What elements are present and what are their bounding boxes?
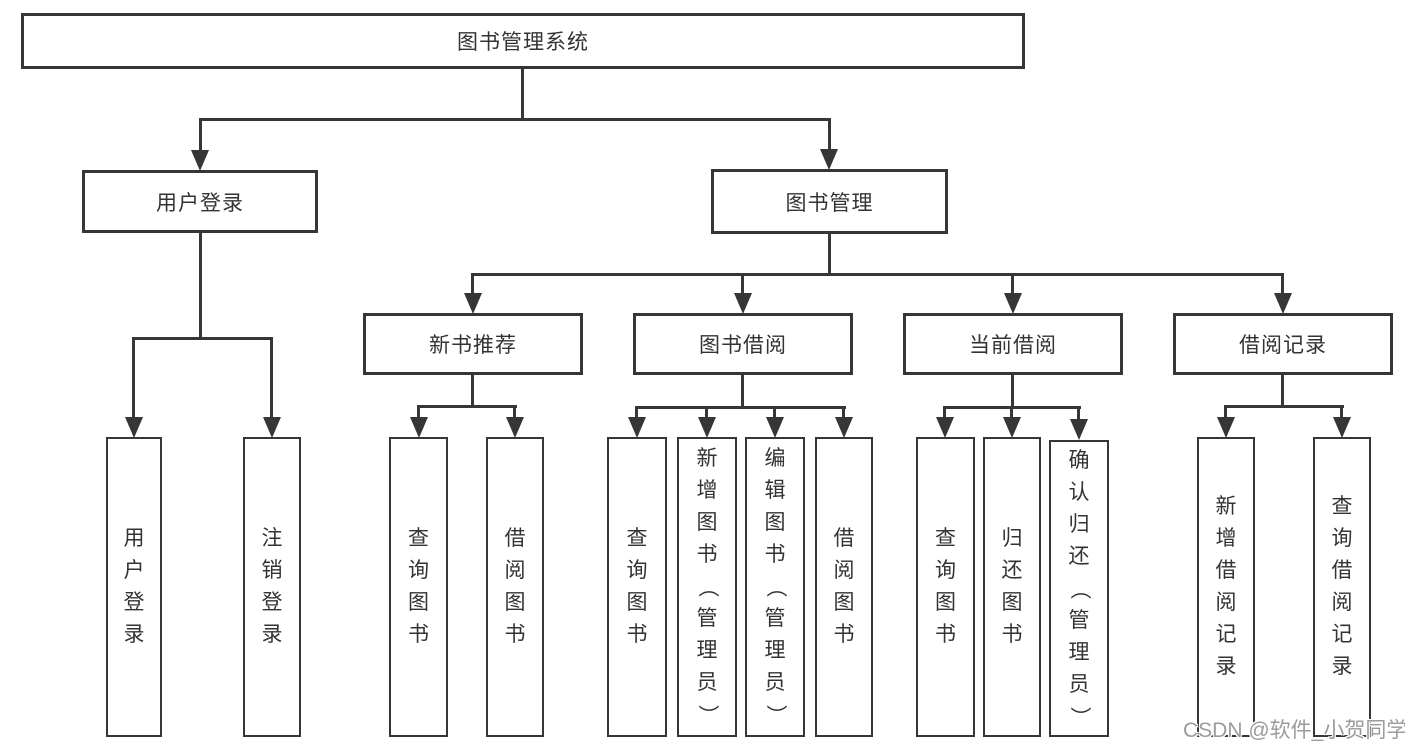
- node-user-login: 用户登录: [82, 170, 318, 233]
- node-borrow-record-label: 借阅记录: [1239, 334, 1327, 357]
- connector-arrowhead: [734, 293, 752, 314]
- node-leaf-borrow-books-b: 借阅图书: [815, 437, 873, 737]
- connector-line: [471, 375, 474, 407]
- connector-line: [741, 375, 744, 408]
- node-leaf-edit-books: 编辑图书（管理员）: [745, 437, 805, 737]
- node-book-borrow: 图书借阅: [633, 313, 853, 375]
- connector-arrowhead: [410, 417, 428, 438]
- node-leaf-query-books-c: 查询图书: [916, 437, 975, 737]
- connector-arrowhead: [936, 417, 954, 438]
- connector-line: [513, 405, 516, 419]
- connector-line: [471, 273, 1284, 276]
- connector-line: [635, 406, 846, 409]
- node-book-borrow-label: 图书借阅: [699, 334, 787, 357]
- connector-arrowhead: [506, 417, 524, 438]
- node-leaf-logout-label: 注销登录: [261, 527, 283, 646]
- connector-line: [199, 233, 202, 339]
- connector-line: [521, 69, 524, 120]
- connector-line: [1224, 405, 1227, 419]
- node-leaf-query-books-b-label: 查询图书: [626, 527, 648, 646]
- watermark-text: CSDN @软件_小贺同学: [1183, 719, 1405, 742]
- node-leaf-borrow-books-a: 借阅图书: [486, 437, 544, 737]
- connector-line: [1011, 273, 1014, 295]
- connector-line: [1011, 375, 1014, 408]
- node-user-login-label: 用户登录: [156, 191, 244, 215]
- node-current-borrow-label: 当前借阅: [969, 334, 1057, 357]
- connector-arrowhead: [835, 417, 853, 438]
- connector-line: [199, 118, 831, 121]
- connector-arrowhead: [1274, 293, 1292, 314]
- connector-arrowhead: [125, 417, 143, 438]
- node-leaf-add-borrow-record-label: 新增借阅记录: [1215, 495, 1237, 678]
- node-leaf-return-books-label: 归还图书: [1001, 527, 1023, 646]
- connector-arrowhead: [1217, 417, 1235, 438]
- connector-line: [199, 118, 202, 152]
- connector-line: [132, 337, 135, 419]
- node-leaf-confirm-return: 确认归还（管理员）: [1049, 440, 1109, 737]
- node-leaf-return-books: 归还图书: [983, 437, 1041, 737]
- connector-line: [132, 337, 273, 340]
- node-borrow-record: 借阅记录: [1173, 313, 1393, 375]
- connector-line: [417, 405, 420, 419]
- node-root: 图书管理系统: [21, 13, 1025, 69]
- connector-line: [1077, 406, 1080, 419]
- connector-line: [1224, 405, 1344, 408]
- node-new-book-rec: 新书推荐: [363, 313, 583, 375]
- node-book-mgmt: 图书管理: [711, 169, 948, 234]
- connector-line: [417, 405, 517, 408]
- connector-line: [842, 406, 845, 419]
- connector-arrowhead: [263, 417, 281, 438]
- connector-arrowhead: [191, 150, 209, 171]
- connector-arrowhead: [464, 293, 482, 314]
- connector-line: [773, 406, 776, 419]
- node-leaf-user-login: 用户登录: [106, 437, 162, 737]
- connector-line: [943, 406, 946, 419]
- node-leaf-add-books: 新增图书（管理员）: [677, 437, 737, 737]
- node-current-borrow: 当前借阅: [903, 313, 1123, 375]
- node-leaf-confirm-return-label: 确认归还（管理员）: [1068, 448, 1091, 728]
- connector-arrowhead: [698, 417, 716, 438]
- connector-line: [741, 273, 744, 295]
- connector-arrowhead: [820, 149, 838, 170]
- node-leaf-query-books-a: 查询图书: [389, 437, 448, 737]
- node-leaf-query-borrow-record-label: 查询借阅记录: [1331, 495, 1353, 678]
- node-leaf-query-books-c-label: 查询图书: [935, 527, 956, 646]
- node-leaf-add-books-label: 新增图书（管理员）: [696, 447, 719, 726]
- connector-line: [1281, 273, 1284, 295]
- node-leaf-query-books-a-label: 查询图书: [408, 527, 429, 646]
- node-leaf-query-books-b: 查询图书: [607, 437, 667, 737]
- connector-line: [828, 118, 831, 151]
- connector-line: [828, 234, 831, 276]
- connector-arrowhead: [1333, 417, 1351, 438]
- node-leaf-query-borrow-record: 查询借阅记录: [1313, 437, 1371, 737]
- connector-line: [1010, 406, 1013, 419]
- connector-line: [705, 406, 708, 419]
- connector-line: [1281, 375, 1284, 407]
- connector-line: [1340, 405, 1343, 419]
- node-leaf-user-login-label: 用户登录: [123, 527, 145, 646]
- connector-line: [471, 273, 474, 295]
- connector-line: [270, 337, 273, 419]
- node-leaf-add-borrow-record: 新增借阅记录: [1197, 437, 1255, 737]
- node-root-label: 图书管理系统: [457, 31, 589, 54]
- node-leaf-logout: 注销登录: [243, 437, 301, 737]
- connector-line: [635, 406, 638, 419]
- node-leaf-borrow-books-b-label: 借阅图书: [833, 527, 855, 646]
- connector-arrowhead: [1004, 293, 1022, 314]
- node-leaf-borrow-books-a-label: 借阅图书: [504, 527, 526, 646]
- connector-arrowhead: [1070, 419, 1088, 440]
- node-book-mgmt-label: 图书管理: [785, 191, 874, 215]
- connector-arrowhead: [1003, 417, 1021, 438]
- node-new-book-rec-label: 新书推荐: [429, 334, 517, 357]
- node-leaf-edit-books-label: 编辑图书（管理员）: [764, 447, 787, 726]
- connector-arrowhead: [628, 417, 646, 438]
- connector-arrowhead: [766, 417, 784, 438]
